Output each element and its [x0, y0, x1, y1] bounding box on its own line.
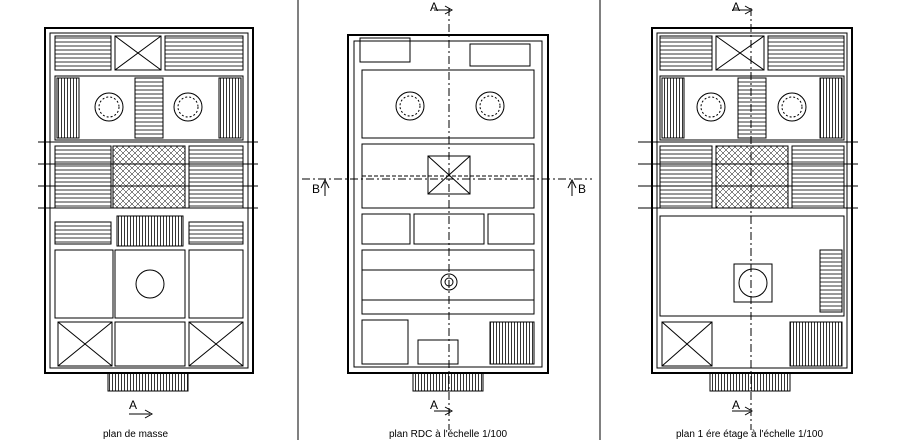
section-mark-b-left: B: [312, 182, 321, 196]
caption-plan-etage: plan 1 ére étage à l'échelle 1/100: [676, 429, 824, 440]
section-mark-b-right: B: [578, 182, 587, 196]
section-mark-a-top: A: [430, 0, 439, 14]
first-floor-plan: [638, 8, 858, 430]
caption-plan-rdc: plan RDC à l'échelle 1/100: [389, 429, 508, 440]
section-mark-a: A: [129, 398, 138, 412]
section-mark-a-top: A: [732, 0, 741, 14]
ground-floor-plan: [302, 8, 592, 430]
caption-plan-de-masse: plan de masse: [103, 429, 169, 440]
section-mark-a-bottom: A: [732, 398, 741, 412]
site-plan: [38, 27, 258, 392]
section-mark-a-bottom: A: [430, 398, 439, 412]
